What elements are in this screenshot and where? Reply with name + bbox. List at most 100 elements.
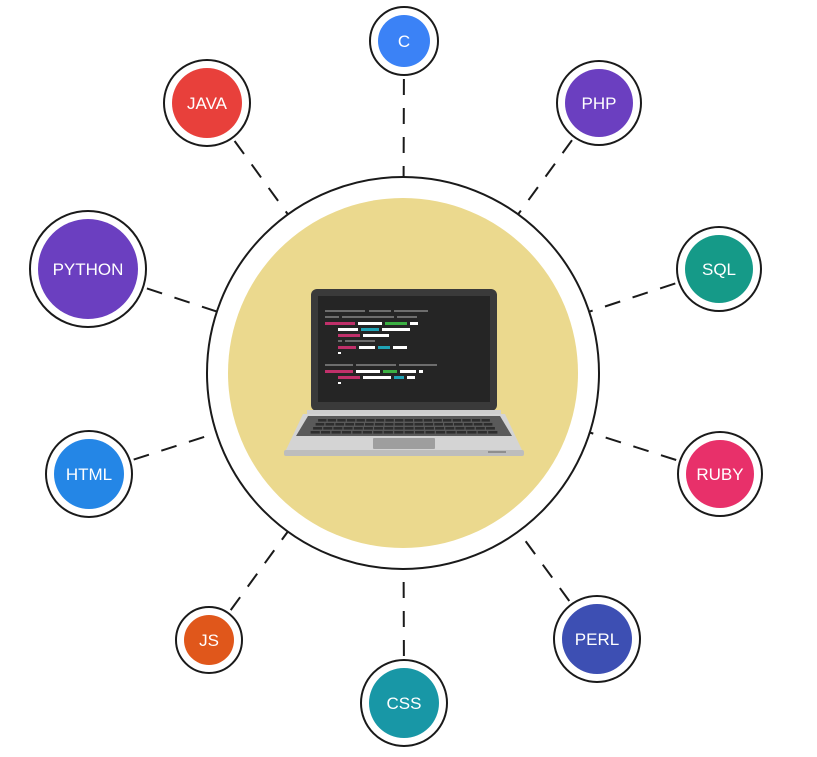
keyboard-key: [463, 423, 473, 426]
node-label-php: PHP: [582, 94, 617, 113]
node-label-sql: SQL: [702, 260, 736, 279]
node-disc-c: [378, 15, 430, 67]
node-label-html: HTML: [66, 465, 112, 484]
keyboard-key: [473, 423, 483, 426]
keyboard-key: [394, 427, 404, 430]
keyboard-key: [395, 419, 404, 422]
keyboard-key: [384, 423, 394, 426]
node-disc-python: [38, 219, 138, 319]
keyboard-key: [444, 423, 453, 426]
keyboard-key: [404, 423, 414, 426]
keyboard-key: [414, 423, 424, 426]
keyboard-key: [363, 427, 373, 430]
keyboard-key: [404, 419, 413, 422]
connector-html: [133, 432, 217, 461]
keyboard-key: [384, 427, 394, 430]
keyboard-key: [394, 423, 404, 426]
keyboard-key: [471, 419, 481, 422]
keyboard-key: [456, 431, 466, 434]
keyboard-key: [483, 423, 493, 426]
keyboard-key: [433, 419, 442, 422]
keyboard-key: [375, 419, 385, 422]
language-nodes: C PHP SQL RUBY PERL CSS JS HTML PYTHON JAVA: [29, 6, 763, 747]
keyboard-key: [481, 419, 490, 422]
node-label-java: JAVA: [187, 94, 228, 113]
keyboard-key: [341, 431, 352, 434]
keyboard-key: [366, 419, 375, 422]
connector-php: [517, 139, 573, 215]
node-disc-css: [369, 668, 439, 738]
keyboard-key: [374, 427, 384, 430]
language-node-js: JS: [175, 606, 243, 674]
language-node-java: JAVA: [163, 59, 251, 147]
code-lines: [325, 310, 437, 384]
connector-lines: [133, 78, 677, 657]
keyboard-key: [385, 419, 394, 422]
node-label-js: JS: [199, 631, 219, 650]
keyboard-key: [346, 419, 356, 422]
keyboard-key: [331, 431, 341, 434]
keyboard-key: [475, 427, 485, 430]
keyboard-key: [425, 431, 435, 434]
node-label-css: CSS: [387, 694, 422, 713]
language-node-sql: SQL: [676, 226, 762, 312]
keyboard-key: [362, 431, 372, 434]
language-node-html: HTML: [45, 430, 133, 518]
keyboard-key: [445, 427, 455, 430]
keyboard-key: [454, 423, 463, 426]
keyboard-key: [455, 427, 465, 430]
language-node-ruby: RUBY: [677, 431, 763, 517]
keyboard-key: [446, 431, 456, 434]
node-disc-ruby: [686, 440, 754, 508]
node-label-c: C: [398, 32, 410, 51]
language-node-php: PHP: [556, 60, 642, 146]
connector-python: [146, 287, 218, 313]
node-label-perl: PERL: [575, 630, 619, 649]
laptop-code-icon: [284, 289, 524, 456]
hub: [206, 176, 600, 570]
keyboard-key: [414, 419, 423, 422]
keyboard-key: [310, 431, 320, 434]
keyboard-key: [352, 431, 362, 434]
keyboard-key: [321, 431, 331, 434]
keyboard-key: [373, 431, 383, 434]
keyboard-key: [394, 431, 404, 434]
keyboard-key: [356, 419, 365, 422]
trackpad: [373, 438, 435, 449]
keyboard-key: [323, 427, 333, 430]
node-disc-perl: [562, 604, 632, 674]
keyboard-key: [485, 427, 495, 430]
keyboard-key: [414, 427, 424, 430]
connector-js: [229, 531, 289, 611]
node-label-python: PYTHON: [53, 260, 124, 279]
keyboard-key: [435, 431, 446, 434]
keyboard-key: [343, 427, 353, 430]
node-disc-sql: [685, 235, 753, 303]
keyboard-key: [462, 419, 471, 422]
connector-perl: [517, 530, 571, 602]
keyboard-key: [318, 419, 327, 422]
keyboard-key: [404, 427, 414, 430]
node-disc-php: [565, 69, 633, 137]
keyboard-key: [345, 423, 354, 426]
node-disc-html: [54, 439, 124, 509]
keyboard-key: [365, 423, 374, 426]
keyboard-key: [404, 431, 414, 434]
keyboard-key: [327, 419, 337, 422]
node-disc-js: [184, 615, 234, 665]
keyboard-key: [434, 423, 443, 426]
keyboard-key: [415, 431, 425, 434]
keyboard-key: [424, 427, 434, 430]
keyboard-key: [477, 431, 487, 434]
keyboard-key: [435, 427, 445, 430]
keyboard-key: [337, 419, 346, 422]
keyboard-key: [443, 419, 452, 422]
node-disc-java: [172, 68, 242, 138]
keyboard-key: [335, 423, 345, 426]
keyboard: [310, 419, 498, 434]
keyboard-key: [467, 431, 477, 434]
node-label-ruby: RUBY: [696, 465, 743, 484]
keyboard-key: [488, 431, 498, 434]
connector-sql: [588, 282, 676, 313]
